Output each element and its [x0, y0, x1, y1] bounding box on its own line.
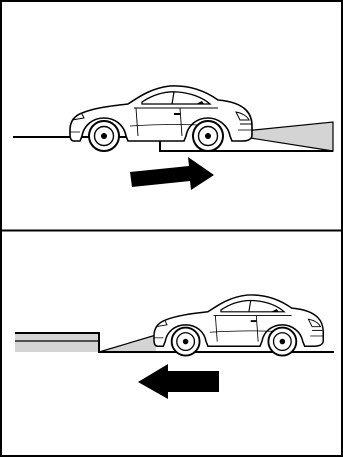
- headlight-beam: [244, 122, 333, 151]
- bottom-panel: [15, 295, 334, 399]
- direction-arrow-left-icon: [138, 364, 219, 399]
- car-top: [70, 86, 252, 151]
- top-panel: [13, 86, 333, 190]
- shaded-approach: [15, 333, 99, 352]
- car-bottom: [154, 295, 323, 356]
- direction-arrow-right-icon: [130, 157, 214, 190]
